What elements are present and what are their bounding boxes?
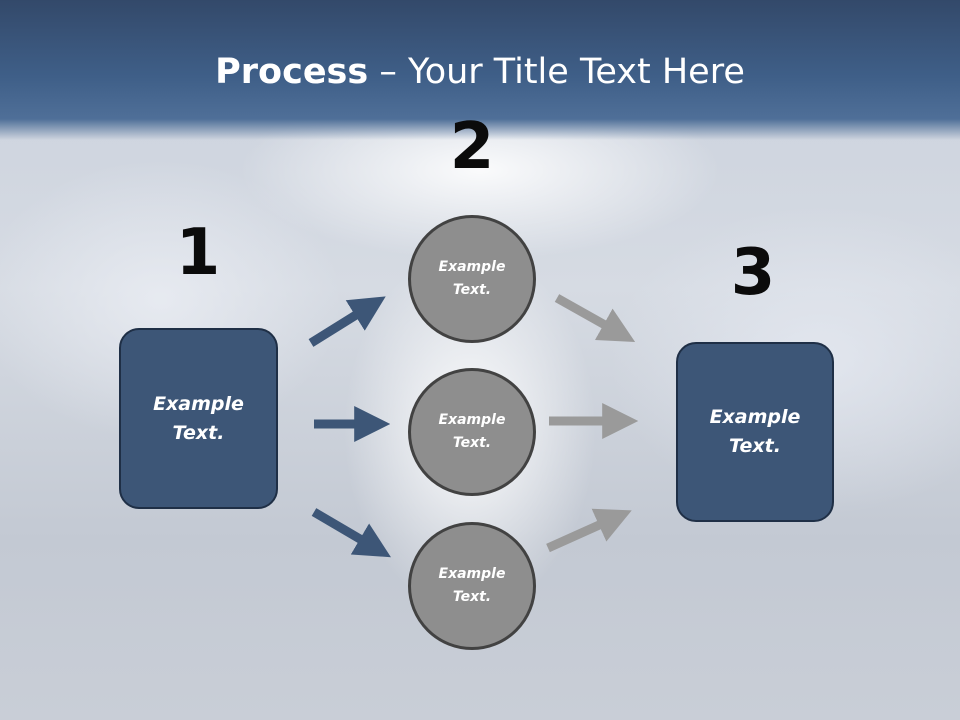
circle-middle: Example Text. [408,368,536,496]
step-number-1: 1 [175,216,221,290]
step-3-box: Example Text. [676,342,834,522]
step-number-2: 2 [449,110,495,184]
circle-top: Example Text. [408,215,536,343]
title-rest: – Your Title Text Here [368,52,745,92]
arrow-to-top-circle [308,296,386,347]
arrow-to-bottom-circle [311,508,391,558]
circle-top-text: Example Text. [438,259,506,298]
title-bold: Process [215,52,369,92]
circle-bottom: Example Text. [408,522,536,650]
title-band [0,0,960,140]
step-1-box: Example Text. [119,328,278,509]
circle-middle-text: Example Text. [438,412,506,451]
arrow-from-bottom-circle [546,508,632,553]
step-number-3: 3 [730,236,776,310]
circle-bottom-text: Example Text. [438,566,506,605]
slide-title: Process – Your Title Text Here [0,52,960,92]
step-3-text: Example Text. [709,406,801,457]
step-1-text: Example Text. [153,392,244,444]
arrow-from-top-circle [554,294,636,342]
